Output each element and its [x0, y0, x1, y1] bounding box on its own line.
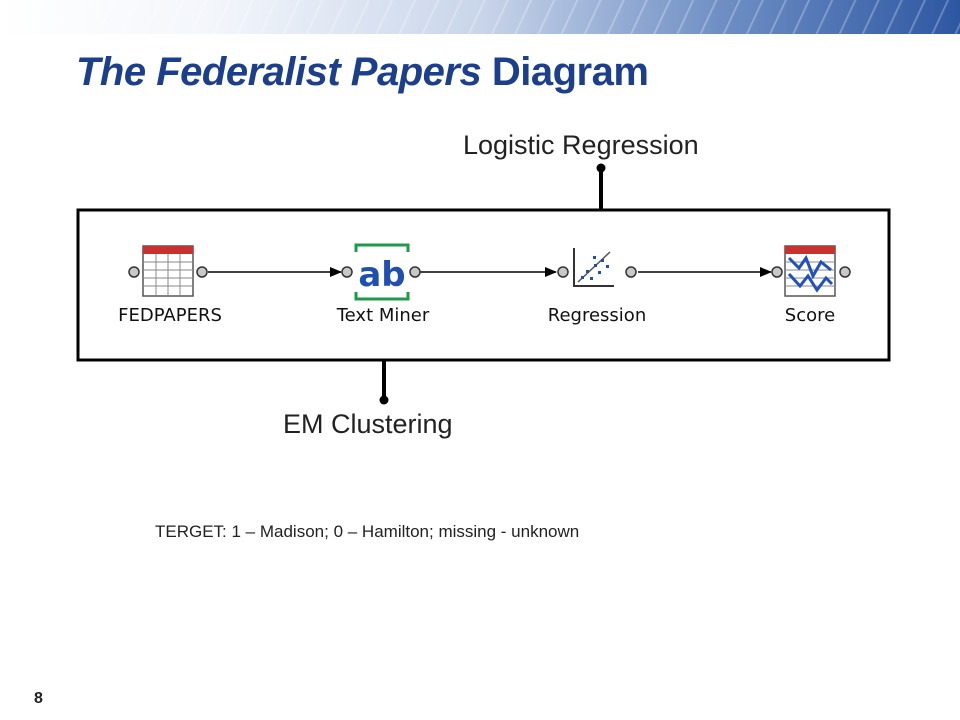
- input-port: [341, 266, 353, 278]
- node-regression[interactable]: Regression: [548, 248, 646, 326]
- node-label-regression: Regression: [548, 305, 646, 326]
- diagram-frame: [76, 208, 891, 362]
- input-port: [771, 266, 783, 278]
- output-port: [839, 266, 851, 278]
- em-clustering-callout: EM Clustering: [283, 409, 453, 439]
- input-port: [557, 266, 569, 278]
- page-title: The Federalist Papers Diagram: [76, 50, 649, 95]
- input-port: [128, 266, 140, 278]
- score-table-icon: [784, 245, 836, 297]
- banner-lines: [0, 0, 960, 34]
- svg-text:ab: ab: [358, 255, 405, 295]
- page-number: 8: [34, 690, 43, 707]
- target-note: TERGET: 1 – Madison; 0 – Hamilton; missi…: [155, 522, 580, 541]
- data-table-icon: [142, 245, 194, 297]
- node-text-miner[interactable]: ab Text Miner: [336, 243, 430, 326]
- logistic-regression-callout: Logistic Regression: [463, 130, 699, 160]
- text-miner-ab-icon: ab: [354, 243, 410, 301]
- title-rest: Diagram: [491, 50, 649, 94]
- node-label-text-miner: Text Miner: [336, 305, 430, 326]
- node-label-fedpapers: FEDPAPERS: [118, 305, 222, 326]
- regression-scatter-icon: [573, 248, 614, 287]
- node-fedpapers[interactable]: FEDPAPERS: [118, 245, 222, 326]
- node-score[interactable]: Score: [771, 245, 851, 326]
- title-italic: The Federalist Papers: [76, 50, 482, 94]
- top-banner: [0, 0, 960, 34]
- output-port: [409, 266, 421, 278]
- output-port: [625, 266, 637, 278]
- output-port: [196, 266, 208, 278]
- node-label-score: Score: [785, 305, 835, 326]
